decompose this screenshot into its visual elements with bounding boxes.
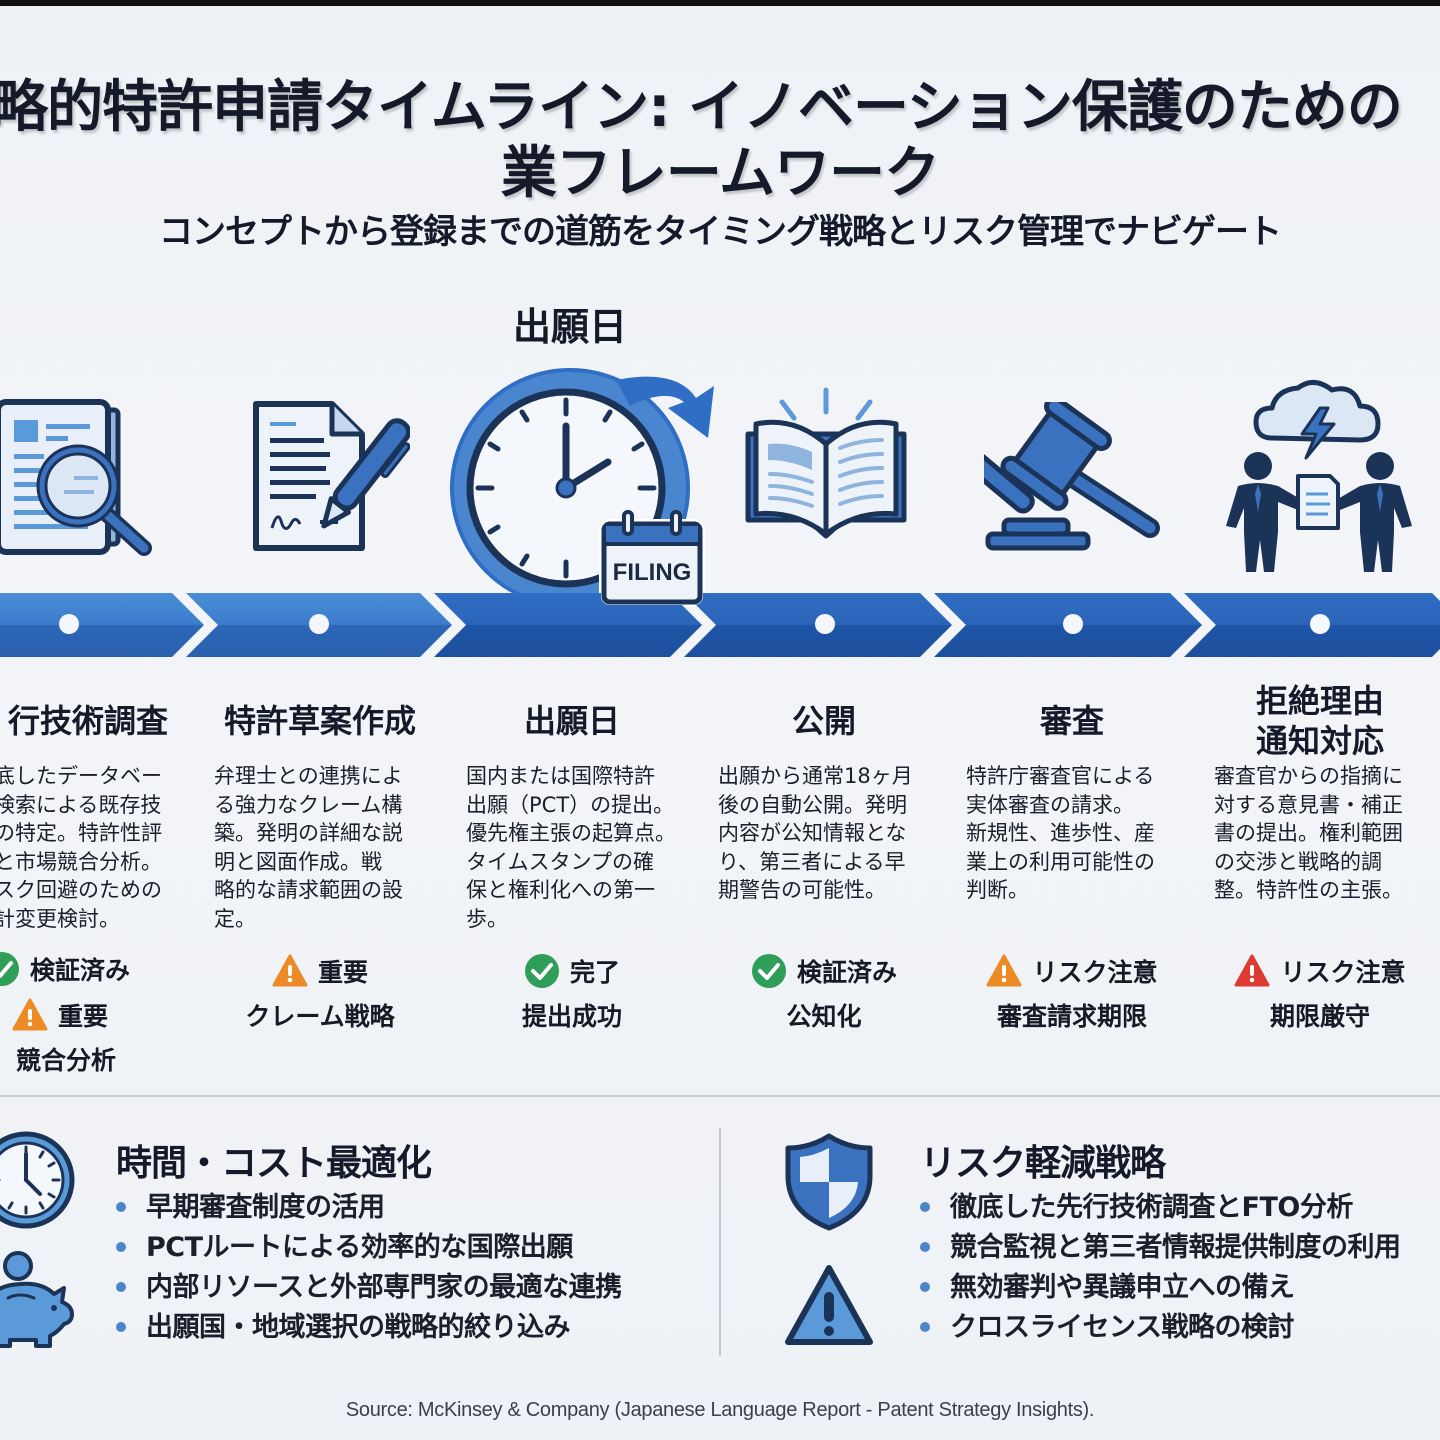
warning-triangle-icon: [782, 1262, 876, 1352]
negotiation-icon: [1222, 372, 1422, 576]
stage-note: 提出成功: [521, 1002, 622, 1031]
svg-text:FILING: FILING: [613, 559, 692, 586]
status-badge-risk: リスク注意: [952, 948, 1192, 994]
document-search-icon: [0, 398, 164, 562]
gavel-icon: [951, 395, 1164, 556]
list-item: 徹底した先行技術調査とFTO分析: [920, 1188, 1401, 1228]
timeline-node-6: [1310, 614, 1330, 634]
timeline-bar: [0, 593, 1440, 657]
timeline-node-2: [309, 614, 329, 634]
list-item: 競合監視と第三者情報提供制度の利用: [920, 1228, 1401, 1268]
stage-publication: 公開 出願から通常18ヶ月 後の自動公開。発明 内容が公知情報とな り、第三者に…: [704, 680, 944, 1040]
stage-office-action-response: 拒絶理由 通知対応 審査官からの指摘に 対する意見書・補正 書の提出。権利範囲 …: [1200, 680, 1440, 1040]
stage-description: 底したデータベー 検索による既存技 の特定。特許性評 と市場競合分析。 スク回避…: [0, 764, 162, 931]
list-item: 内部リソースと外部専門家の最適な連携: [116, 1268, 622, 1308]
warning-orange-icon: [272, 954, 308, 987]
page-subtitle: コンセプトから登録までの道筋をタイミング戦略とリスク管理でナビゲート: [159, 212, 1282, 252]
warning-orange-icon: [12, 998, 48, 1031]
stage-description: 国内または国際特許 出願（PCT）の提出。 優先権主張の起算点。 タイムスタンプ…: [466, 764, 676, 931]
stage-note: 審査請求期限: [996, 1002, 1147, 1031]
stage-note: クレーム戦略: [245, 1002, 395, 1031]
panel-title-time-cost: 時間・コスト最適化: [116, 1143, 432, 1184]
stage-title: 特許草案作成: [223, 702, 416, 740]
warning-orange-icon: [986, 954, 1022, 987]
stage-patent-drafting: 特許草案作成 弁理士との連携によ る強力なクレーム構 築。発明の詳細な説 明と図…: [200, 680, 440, 1040]
document-pen-icon: [250, 398, 412, 562]
stage-note: 公知化: [786, 1002, 862, 1031]
timeline-node-1: [59, 614, 79, 634]
stage-title: 行技術調査: [7, 702, 168, 740]
page-title-line-2: 業フレームワーク: [500, 141, 940, 206]
list-item: クロスライセンス戦略の検討: [920, 1308, 1401, 1348]
stage-title: 公開: [791, 702, 856, 740]
risk-mitigation-bullet-list: 徹底した先行技術調査とFTO分析 競合監視と第三者情報提供制度の利用 無効審判や…: [920, 1188, 1401, 1348]
stage-examination: 審査 特許庁審査官による 実体審査の請求。 新規性、進歩性、産 業上の利用可能性…: [952, 680, 1192, 1040]
status-badge-risk-critical: リスク注意: [1200, 948, 1440, 994]
piggy-bank-icon: [0, 1248, 80, 1352]
status-badge-complete: 完了: [452, 948, 692, 994]
status-badge-important: 重要: [0, 992, 154, 1038]
clock-filing-icon: [446, 358, 726, 612]
warning-red-icon: [1234, 954, 1270, 987]
open-book-icon: [744, 386, 908, 560]
stage-title: 拒絶理由 通知対応: [1255, 682, 1384, 760]
status-badge-verified: 検証済み: [0, 946, 154, 992]
top-border: [0, 0, 1440, 6]
stage-title: 審査: [1039, 702, 1104, 740]
shield-icon: [784, 1132, 874, 1236]
stage-description: 審査官からの指摘に 対する意見書・補正 書の提出。権利範囲 の交渉と戦略的調 整…: [1214, 764, 1403, 902]
calendar-filing-badge: FILING: [598, 508, 708, 612]
list-item: PCTルートによる効率的な国際出願: [116, 1228, 622, 1268]
stage-note: 期限厳守: [1269, 1002, 1370, 1031]
stage-1-status-block: 検証済み 重要 競合分析: [0, 946, 154, 1084]
stage-description: 出願から通常18ヶ月 後の自動公開。発明 内容が公知情報とな り、第三者による早…: [718, 764, 913, 902]
panel-divider: [719, 1128, 721, 1356]
filing-date-label: 出願日: [512, 305, 627, 349]
page-title-line-1: 略的特許申請タイムライン: イノベーション保護のための: [0, 75, 1403, 140]
stage-description: 特許庁審査官による 実体審査の請求。 新規性、進歩性、産 業上の利用可能性の 判…: [966, 764, 1155, 902]
list-item: 出願国・地域選択の戦略的絞り込み: [116, 1308, 622, 1348]
source-citation: Source: McKinsey & Company (Japanese Lan…: [345, 1399, 1095, 1421]
status-badge-verified: 検証済み: [704, 948, 944, 994]
stage-prior-art-search: 行技術調査 底したデータベー 検索による既存技 の特定。特許性評 と市場競合分析…: [0, 680, 188, 948]
check-circle-icon: [524, 954, 559, 988]
check-circle-icon: [0, 952, 19, 986]
list-item: 無効審判や異議申立への備え: [920, 1268, 1401, 1308]
timeline-node-5: [1063, 614, 1083, 634]
section-divider: [0, 1095, 1440, 1097]
stage-description: 弁理士との連携によ る強力なクレーム構 築。発明の詳細な説 明と図面作成。戦 略…: [214, 764, 403, 931]
stage-title: 出願日: [523, 702, 620, 740]
timeline-node-4: [815, 614, 835, 634]
panel-title-risk-mitigation: リスク軽減戦略: [920, 1143, 1166, 1184]
stage-filing-date: 出願日 国内または国際特許 出願（PCT）の提出。 優先権主張の起算点。 タイム…: [452, 680, 692, 1040]
time-cost-bullet-list: 早期審査制度の活用 PCTルートによる効率的な国際出願 内部リソースと外部専門家…: [116, 1188, 622, 1348]
stage-note: 競合分析: [16, 1046, 117, 1075]
list-item: 早期審査制度の活用: [116, 1188, 622, 1228]
status-badge-important: 重要: [200, 948, 440, 994]
check-circle-icon: [751, 954, 786, 988]
clock-icon: [0, 1130, 76, 1234]
